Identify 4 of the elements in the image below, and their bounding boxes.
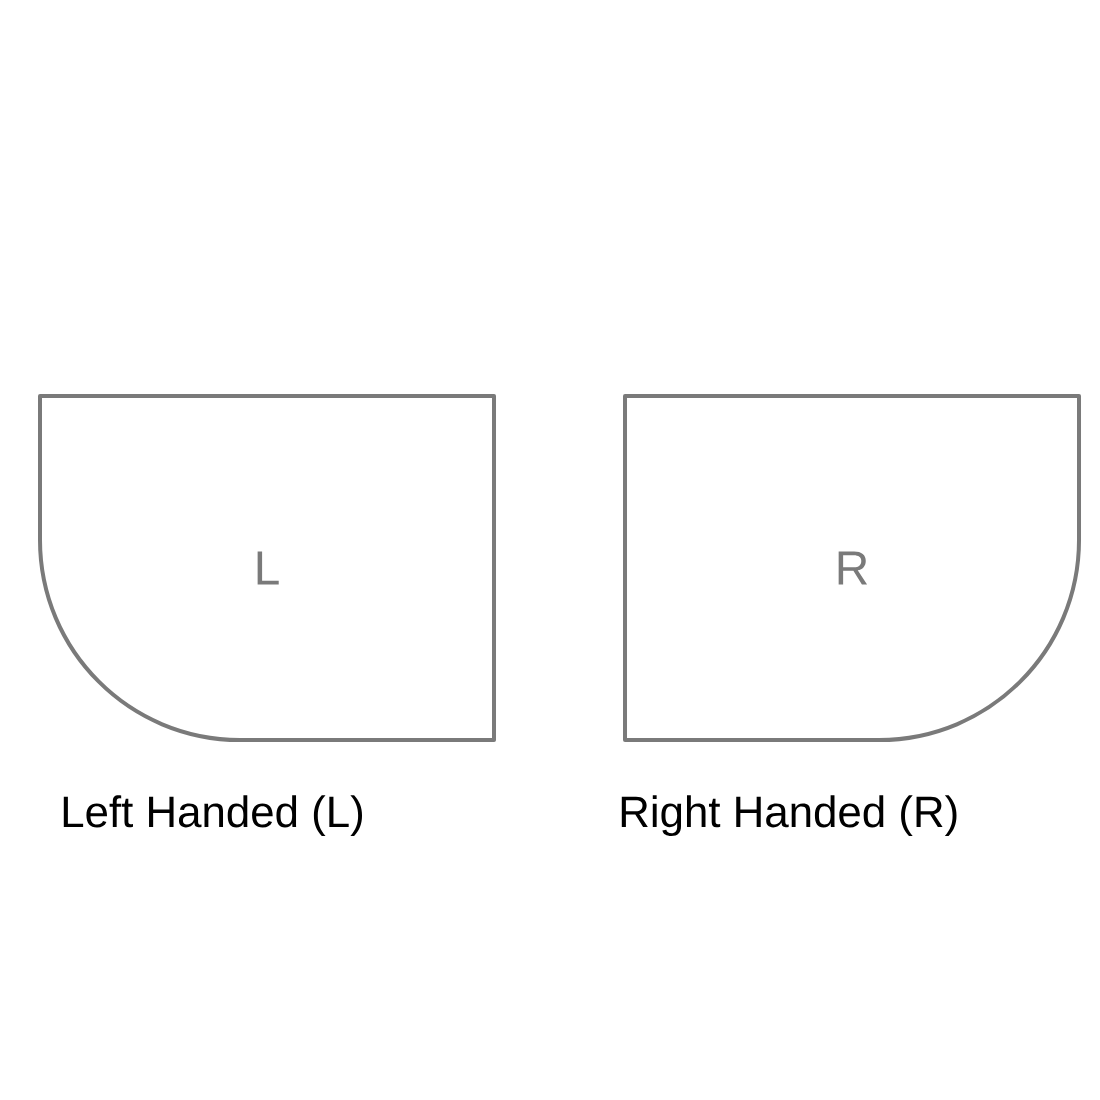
d-shaped-outline: L	[38, 394, 496, 742]
d-shaped-outline: R	[623, 394, 1081, 742]
caption-text: Left Handed (L)	[63, 795, 362, 837]
caption-text: Right Handed (R)	[621, 795, 957, 837]
